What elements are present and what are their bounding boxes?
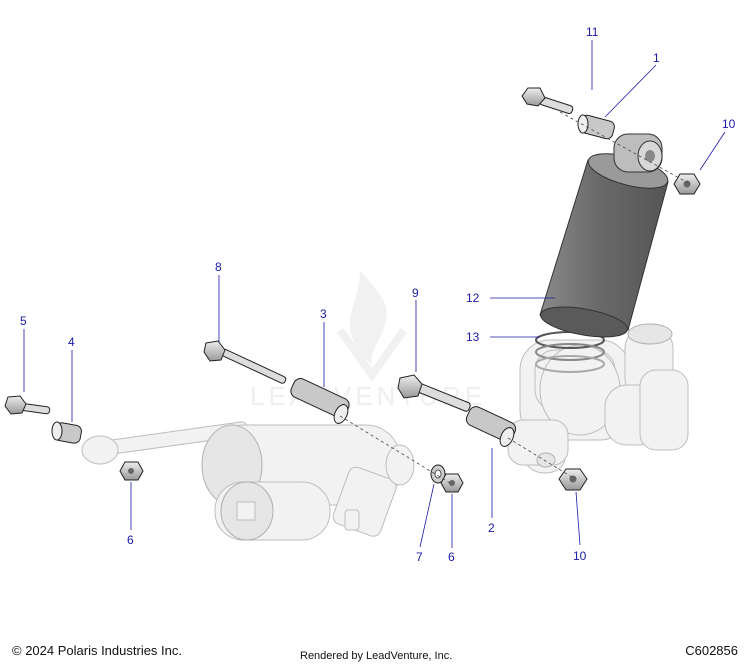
sleeve-4	[51, 421, 82, 444]
callout-3[interactable]: 3	[320, 307, 327, 321]
bolt-5	[4, 395, 51, 415]
nut-upper	[673, 173, 701, 195]
leader-lines	[23, 40, 726, 548]
rendered-by-text: Rendered by LeadVenture, Inc.	[300, 650, 453, 662]
callout-2[interactable]: 2	[488, 521, 495, 535]
bolt-upper	[521, 87, 574, 115]
callout-5[interactable]: 5	[20, 314, 27, 328]
nut-6-right	[440, 473, 464, 493]
callout-7[interactable]: 7	[416, 550, 423, 564]
bolt-8	[203, 340, 287, 384]
callouts: 11 1 10 12 13 9 8 3 5 4 6 2 7 6 10	[20, 25, 736, 564]
callout-13[interactable]: 13	[466, 330, 480, 344]
callout-6-left[interactable]: 6	[127, 533, 134, 547]
copyright-text: © 2024 Polaris Industries Inc.	[12, 643, 182, 658]
sleeve-upper	[577, 114, 615, 140]
sleeve-3	[290, 378, 350, 424]
sleeve-2	[465, 406, 517, 447]
shock-body	[539, 133, 669, 338]
bolt-9	[397, 374, 471, 412]
callout-11[interactable]: 11	[586, 25, 599, 39]
callout-12[interactable]: 12	[466, 291, 480, 305]
callout-10-lower[interactable]: 10	[573, 549, 587, 563]
callout-4[interactable]: 4	[68, 335, 75, 349]
callout-8[interactable]: 8	[215, 260, 222, 274]
nut-lower	[558, 468, 588, 491]
leadventure-watermark: LEADVENTURE	[250, 270, 482, 411]
callout-6-right[interactable]: 6	[448, 550, 455, 564]
callout-10-upper[interactable]: 10	[722, 117, 736, 131]
center-lines	[339, 111, 691, 484]
upper-shock-ghost	[507, 323, 689, 474]
nut-6-left	[119, 461, 144, 481]
callout-9[interactable]: 9	[412, 286, 419, 300]
callout-1[interactable]: 1	[653, 51, 660, 65]
lower-shock-ghost	[81, 421, 415, 541]
diagram-code: C602856	[685, 643, 738, 658]
washer-7	[430, 464, 446, 484]
